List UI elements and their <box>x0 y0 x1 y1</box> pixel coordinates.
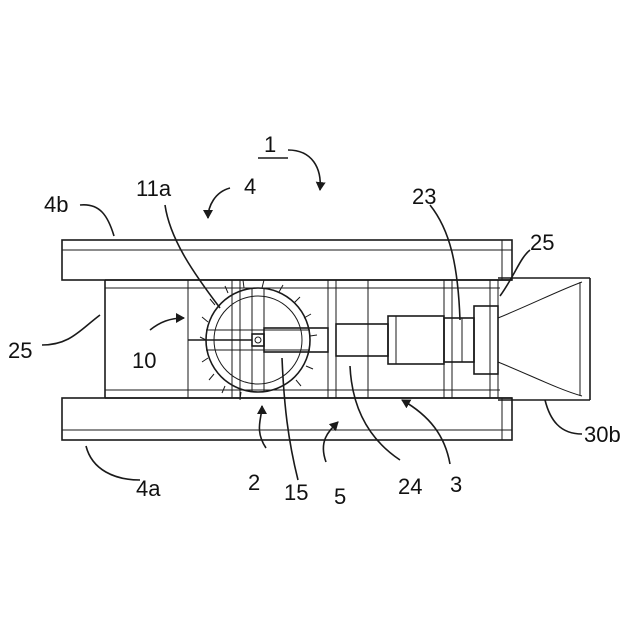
label-generator: 3 <box>450 472 462 497</box>
label-frame-bottom: 4a <box>136 476 161 501</box>
label-turbine-blade: 11a <box>136 176 172 201</box>
central-body <box>105 280 512 398</box>
label-end-plate-left: 25 <box>8 338 32 363</box>
top-frame-bar <box>62 240 512 280</box>
reference-labels: 1 4 4b 11a 25 25 10 23 2 15 5 24 3 4a 30… <box>8 132 621 509</box>
shaft-and-coupling <box>264 316 444 364</box>
label-end-plate-right: 25 <box>530 230 554 255</box>
label-housing: 23 <box>412 184 436 209</box>
label-frame-space: 5 <box>334 484 346 509</box>
label-turbine: 2 <box>248 470 260 495</box>
label-frame-top-ref: 4 <box>244 174 256 199</box>
label-shaft-end: 10 <box>132 348 156 373</box>
outlet-nozzle <box>498 278 590 400</box>
label-frame-top: 4b <box>44 192 68 217</box>
label-shaft: 15 <box>284 480 308 505</box>
label-assembly: 1 <box>264 132 276 157</box>
label-coupling: 24 <box>398 474 422 499</box>
label-outlet: 30b <box>584 422 621 447</box>
